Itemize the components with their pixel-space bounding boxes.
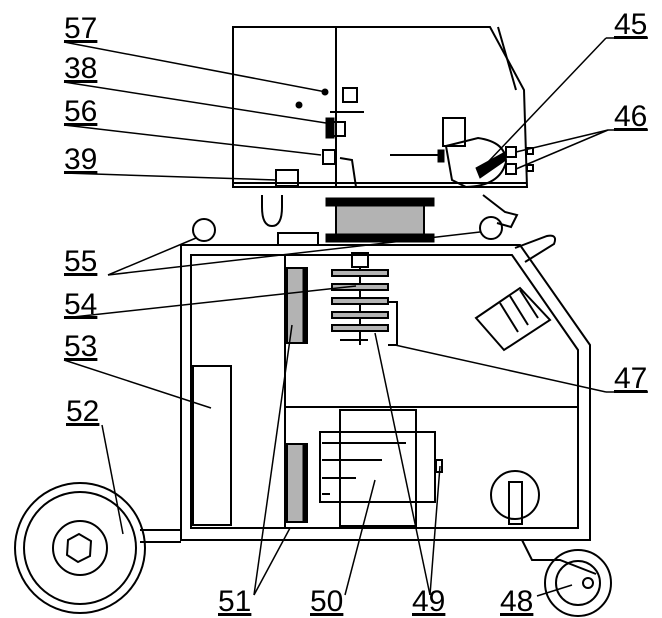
motor-core [339,409,417,527]
label-50: 50 [310,585,343,618]
part-53-box [192,365,232,526]
lifting-eye-right [479,216,503,240]
part-49-bracket [388,301,398,346]
stack-bar-1 [331,269,389,277]
leader-46b [515,129,609,170]
label-55: 55 [64,245,97,278]
leader-57 [63,41,327,93]
rear-spool-core [508,481,523,525]
lifting-eye-left [192,218,216,242]
part-56-strip [339,157,357,188]
lower-housing-inner [190,254,579,529]
leader-51a [253,324,293,596]
leader-54 [63,285,357,319]
connector-upper [505,146,517,158]
rear-spool [490,470,540,520]
wheel-axle-hole [65,532,93,564]
label-48: 48 [500,585,533,618]
lower-housing [180,244,591,541]
leader-55b [107,231,481,276]
handle [514,234,557,263]
part-57-box [342,87,358,103]
leader-46a [515,129,609,153]
transformer-top-plate [325,197,435,207]
wheel-axle [140,529,181,543]
upper-caster-right [482,194,519,229]
top-block [277,232,319,246]
spool-body [444,136,508,189]
label-38: 38 [64,52,97,85]
wheel-outer [14,482,146,614]
label-52: 52 [66,395,99,428]
upper-housing [232,26,529,188]
caster-wheel [544,549,612,617]
socket-body [474,286,552,352]
wheel-rim [23,491,137,605]
stack-bar-4 [331,311,389,319]
label-39: 39 [64,143,97,176]
label-47: 47 [614,362,647,395]
label-57: 57 [64,12,97,45]
leader-49b [429,465,441,596]
connector-lower [505,163,517,175]
label-53: 53 [64,330,97,363]
leader-38 [63,81,327,124]
leader-47-diag [394,344,607,393]
leader-55a [107,237,197,276]
leader-52 [101,424,124,535]
upper-screw [295,101,303,109]
caster-fork [521,539,597,575]
spool-belt [475,151,507,179]
connector-lower-tip [526,164,534,172]
socket-ribs [499,289,539,333]
stack-bar-5 [331,324,389,332]
upper-caster-left [261,195,283,228]
label-46: 46 [614,100,647,133]
part-38-bar [325,117,335,139]
transformer-bottom-plate [325,233,435,243]
label-45: 45 [614,8,647,41]
part-56-box [322,149,336,165]
spool-box [442,117,466,147]
stack-bar-2 [331,283,389,291]
leader-48 [536,584,573,597]
caster-axle [582,577,594,589]
label-54: 54 [64,288,97,321]
leader-49a [374,332,431,596]
leader-53 [63,359,212,409]
transformer-base [335,199,425,241]
label-51: 51 [218,585,251,618]
part-51-upper-edge [302,267,308,344]
label-49: 49 [412,585,445,618]
upper-housing-edge [497,26,517,91]
wheel-hub [52,520,108,576]
stack-bar-3 [331,297,389,305]
leader-50 [344,479,376,596]
spool-clamp [437,149,445,163]
leader-51b [253,527,291,596]
part-51-lower-edge [302,443,308,523]
label-56: 56 [64,95,97,128]
caster-wheel-inner [555,560,601,606]
part-39-box [275,169,299,187]
leader-45-diag [487,37,607,163]
leader-39 [63,172,277,181]
leader-56 [63,124,322,156]
